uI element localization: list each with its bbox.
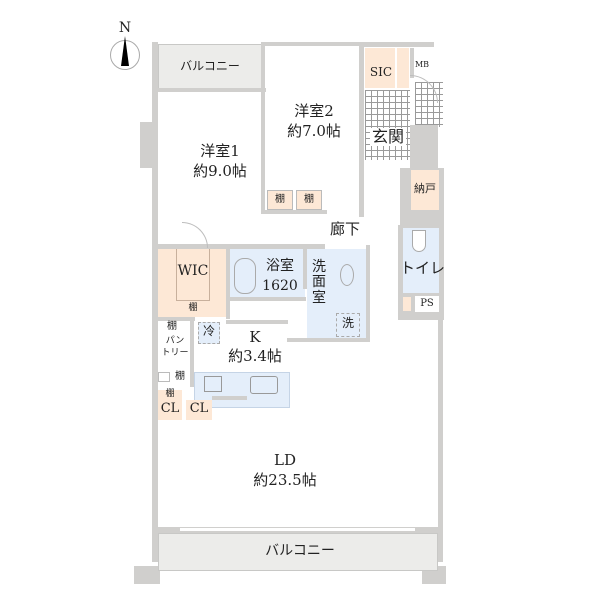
storage <box>411 170 439 210</box>
bathroom-size: 1620 <box>262 278 298 294</box>
washroom-label-1: 洗面室 <box>312 259 326 306</box>
balcony-south <box>158 533 438 571</box>
wall-bed2-south <box>261 210 327 214</box>
washer-area <box>336 313 360 337</box>
storage-label: 納戸 <box>414 182 436 195</box>
wall-mb <box>410 48 414 78</box>
shelf-b-label: 棚 <box>304 194 314 205</box>
pillar-sw <box>134 566 160 584</box>
cl-shelf <box>158 390 182 400</box>
wall-pantry <box>155 317 195 321</box>
balcony-south-label: バルコニー <box>265 543 335 559</box>
shelf-b <box>296 190 322 210</box>
sink-icon <box>340 264 354 286</box>
wall-bed2-east <box>359 42 364 217</box>
fridge <box>198 322 220 344</box>
bedroom2-name: 洋室2 <box>294 102 334 120</box>
pantry-label-2: トリー <box>161 348 189 358</box>
entrance-label: 玄関 <box>370 127 406 147</box>
wall-wic-north <box>155 244 325 249</box>
stove-icon <box>204 376 222 392</box>
wall-bath-washroom <box>303 249 307 289</box>
wall-east <box>438 300 443 562</box>
pantry-shelf-label: 棚 <box>167 321 177 332</box>
cl1 <box>158 400 182 420</box>
washer-label: 洗 <box>341 316 354 330</box>
wall-west <box>152 42 158 562</box>
cl2 <box>186 400 212 420</box>
wic-label: WIC <box>177 263 209 279</box>
wic-shelf-label: 棚 <box>188 303 198 313</box>
bedroom2-area: 約7.0帖 <box>287 122 341 140</box>
wall-entry-north <box>359 42 434 47</box>
entrance-floor <box>365 90 410 160</box>
kitchen-name: K <box>249 328 261 346</box>
wall-washroom-south <box>287 338 370 342</box>
bathtub-icon <box>234 258 256 294</box>
window-south <box>180 528 415 531</box>
mb-label: MB <box>414 60 430 69</box>
wall-bath-south <box>226 297 306 301</box>
ps-box <box>415 296 439 312</box>
wall-north-bed1 <box>158 88 266 92</box>
fridge-label: 冷 <box>202 324 215 338</box>
pantry-shelf2-label: 棚 <box>175 371 185 382</box>
kitchen-area: 約3.4帖 <box>228 347 282 365</box>
ld-name: LD <box>274 451 296 469</box>
wic-inner <box>176 249 210 301</box>
sic-label: SIC <box>369 65 393 79</box>
wall-entry-east <box>410 125 438 170</box>
wall-cl <box>212 396 247 400</box>
door-bedroom1 <box>182 222 208 248</box>
hallway-label: 廊下 <box>329 220 360 238</box>
pillar-west <box>140 122 158 168</box>
ps-label: PS <box>420 298 434 309</box>
bathroom-name: 浴室 <box>266 258 294 274</box>
balcony-north-label: バルコニー <box>180 59 240 73</box>
pantry-label-1: パン <box>165 336 185 346</box>
compass-north-label: N <box>118 20 132 36</box>
wic <box>158 249 226 317</box>
shelf-a <box>267 190 293 210</box>
wall-bed2-north <box>263 42 371 46</box>
wall-bed2-west <box>261 42 265 214</box>
wall-washroom-east <box>366 245 370 340</box>
sic-side <box>397 48 409 88</box>
wall-pantry-east <box>190 317 194 387</box>
wall-wic-east <box>226 249 230 319</box>
ld-area: 約23.5帖 <box>253 471 317 489</box>
balcony-north <box>158 44 263 90</box>
bedroom1-name: 洋室1 <box>200 142 240 160</box>
wall-k-north <box>226 320 288 324</box>
door-entrance <box>410 75 438 103</box>
pantry-shelf-box <box>158 372 170 382</box>
toilet-bowl-icon <box>412 230 426 252</box>
bedroom1-area: 約9.0帖 <box>193 162 247 180</box>
compass-arrow-icon <box>121 36 129 66</box>
ps-pipe <box>403 297 411 311</box>
kitchen-sink-icon <box>250 376 278 394</box>
cl-shelf-label: 棚 <box>165 389 175 399</box>
cl2-label: CL <box>189 401 209 416</box>
shelf-a-label: 棚 <box>275 194 285 205</box>
cl1-label: CL <box>160 401 180 416</box>
sic <box>365 48 395 88</box>
toilet-label: トイレ <box>400 259 446 277</box>
